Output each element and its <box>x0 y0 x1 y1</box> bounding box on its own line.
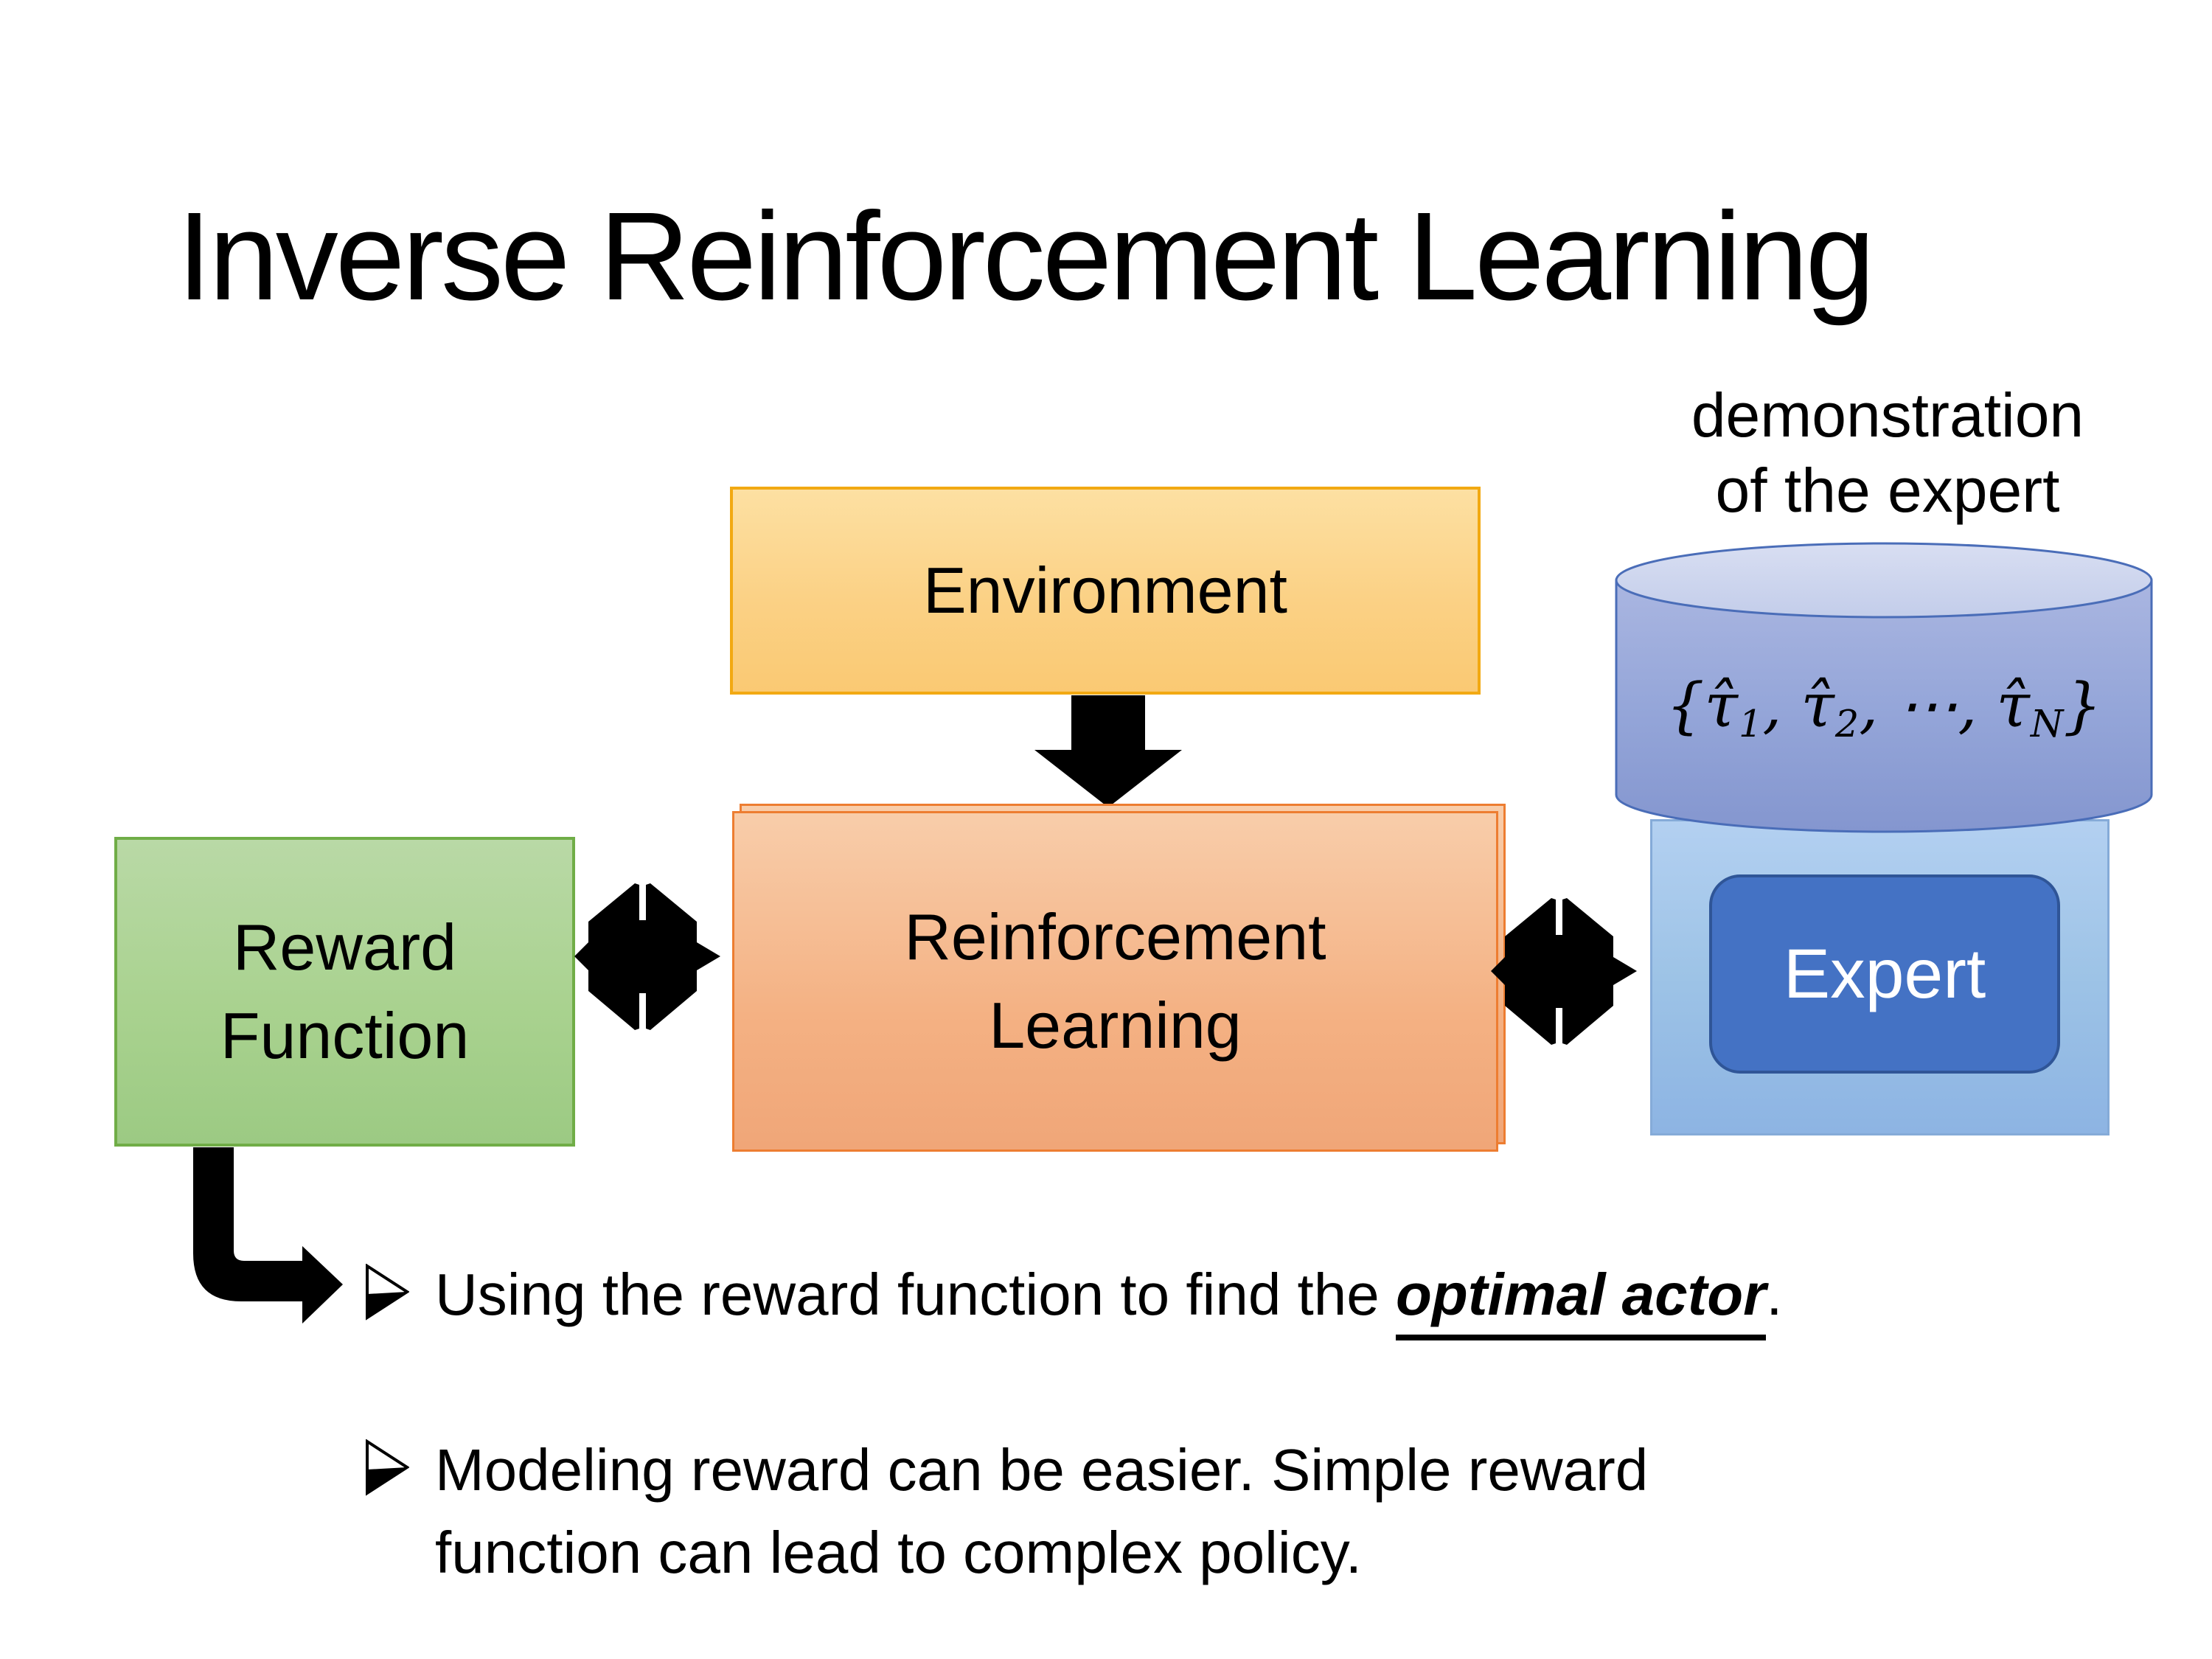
reward-function-label-line1: Reward <box>232 911 457 984</box>
environment-box: Environment <box>730 487 1481 695</box>
bullet-1-after: . <box>1766 1262 1783 1327</box>
formula-close-brace: } <box>2063 671 2102 741</box>
expert-label: Expert <box>1783 934 1986 1013</box>
demonstration-database-cylinder <box>1615 542 2153 833</box>
reward-function-label-line2: Function <box>220 999 470 1072</box>
formula-tau1: τ̂ <box>1704 671 1738 741</box>
bullet-arrow-icon <box>366 1264 409 1321</box>
formula-subN: N <box>2030 702 2064 746</box>
reward-function-box: Reward Function <box>114 837 575 1147</box>
page-title: Inverse Reinforcement Learning <box>177 187 1875 327</box>
down-arrow-icon <box>1034 695 1182 807</box>
formula-sep2: , <box>1859 671 1898 741</box>
formula-dots: ⋯ <box>1897 671 1958 741</box>
demonstration-caption-line1: demonstration <box>1691 380 2084 450</box>
bullet-2-line2: function can lead to complex policy. <box>435 1520 1362 1585</box>
bent-arrow-icon <box>193 1147 343 1324</box>
reward-function-label: Reward Function <box>117 840 572 1144</box>
exchange-arrow-left-icon <box>574 883 720 1030</box>
bullet-1-before: Using the reward function to find the <box>435 1262 1396 1327</box>
demonstration-caption: demonstration of the expert <box>1615 378 2160 528</box>
bullet-1-text: Using the reward function to find the op… <box>435 1253 1783 1340</box>
reinforcement-learning-label-line1: Reinforcement <box>904 900 1326 973</box>
expert-box: Expert <box>1709 874 2060 1074</box>
trajectory-set-formula: {τ̂1, τ̂2, ⋯, τ̂N} <box>1622 647 2146 783</box>
bullet-item-2: Modeling reward can be easier. Simple re… <box>365 1429 2135 1635</box>
formula-sub2: 2 <box>1834 702 1860 746</box>
bullet-2-line1: Modeling reward can be easier. Simple re… <box>435 1437 1649 1503</box>
bullet-1-highlight: optimal actor <box>1395 1262 1767 1340</box>
reinforcement-learning-label: Reinforcement Learning <box>734 813 1496 1150</box>
environment-label: Environment <box>922 554 1287 627</box>
formula-sub1: 1 <box>1739 702 1763 746</box>
exchange-arrow-right-icon <box>1491 898 1637 1045</box>
demonstration-caption-line2: of the expert <box>1715 456 2060 525</box>
formula-tau2: τ̂ <box>1801 671 1834 741</box>
formula-open-brace: { <box>1666 671 1705 741</box>
bullet-item-1: Using the reward function to find the op… <box>365 1253 2135 1386</box>
formula-sep1: , <box>1762 671 1801 741</box>
bullet-2-text: Modeling reward can be easier. Simple re… <box>435 1429 1648 1594</box>
bullet-arrow-icon <box>366 1439 409 1496</box>
formula-sep3: , <box>1958 671 1997 741</box>
reinforcement-learning-box: Reinforcement Learning <box>732 811 1498 1152</box>
reinforcement-learning-label-line2: Learning <box>989 989 1242 1062</box>
formula-tauN: τ̂ <box>1996 671 2030 741</box>
